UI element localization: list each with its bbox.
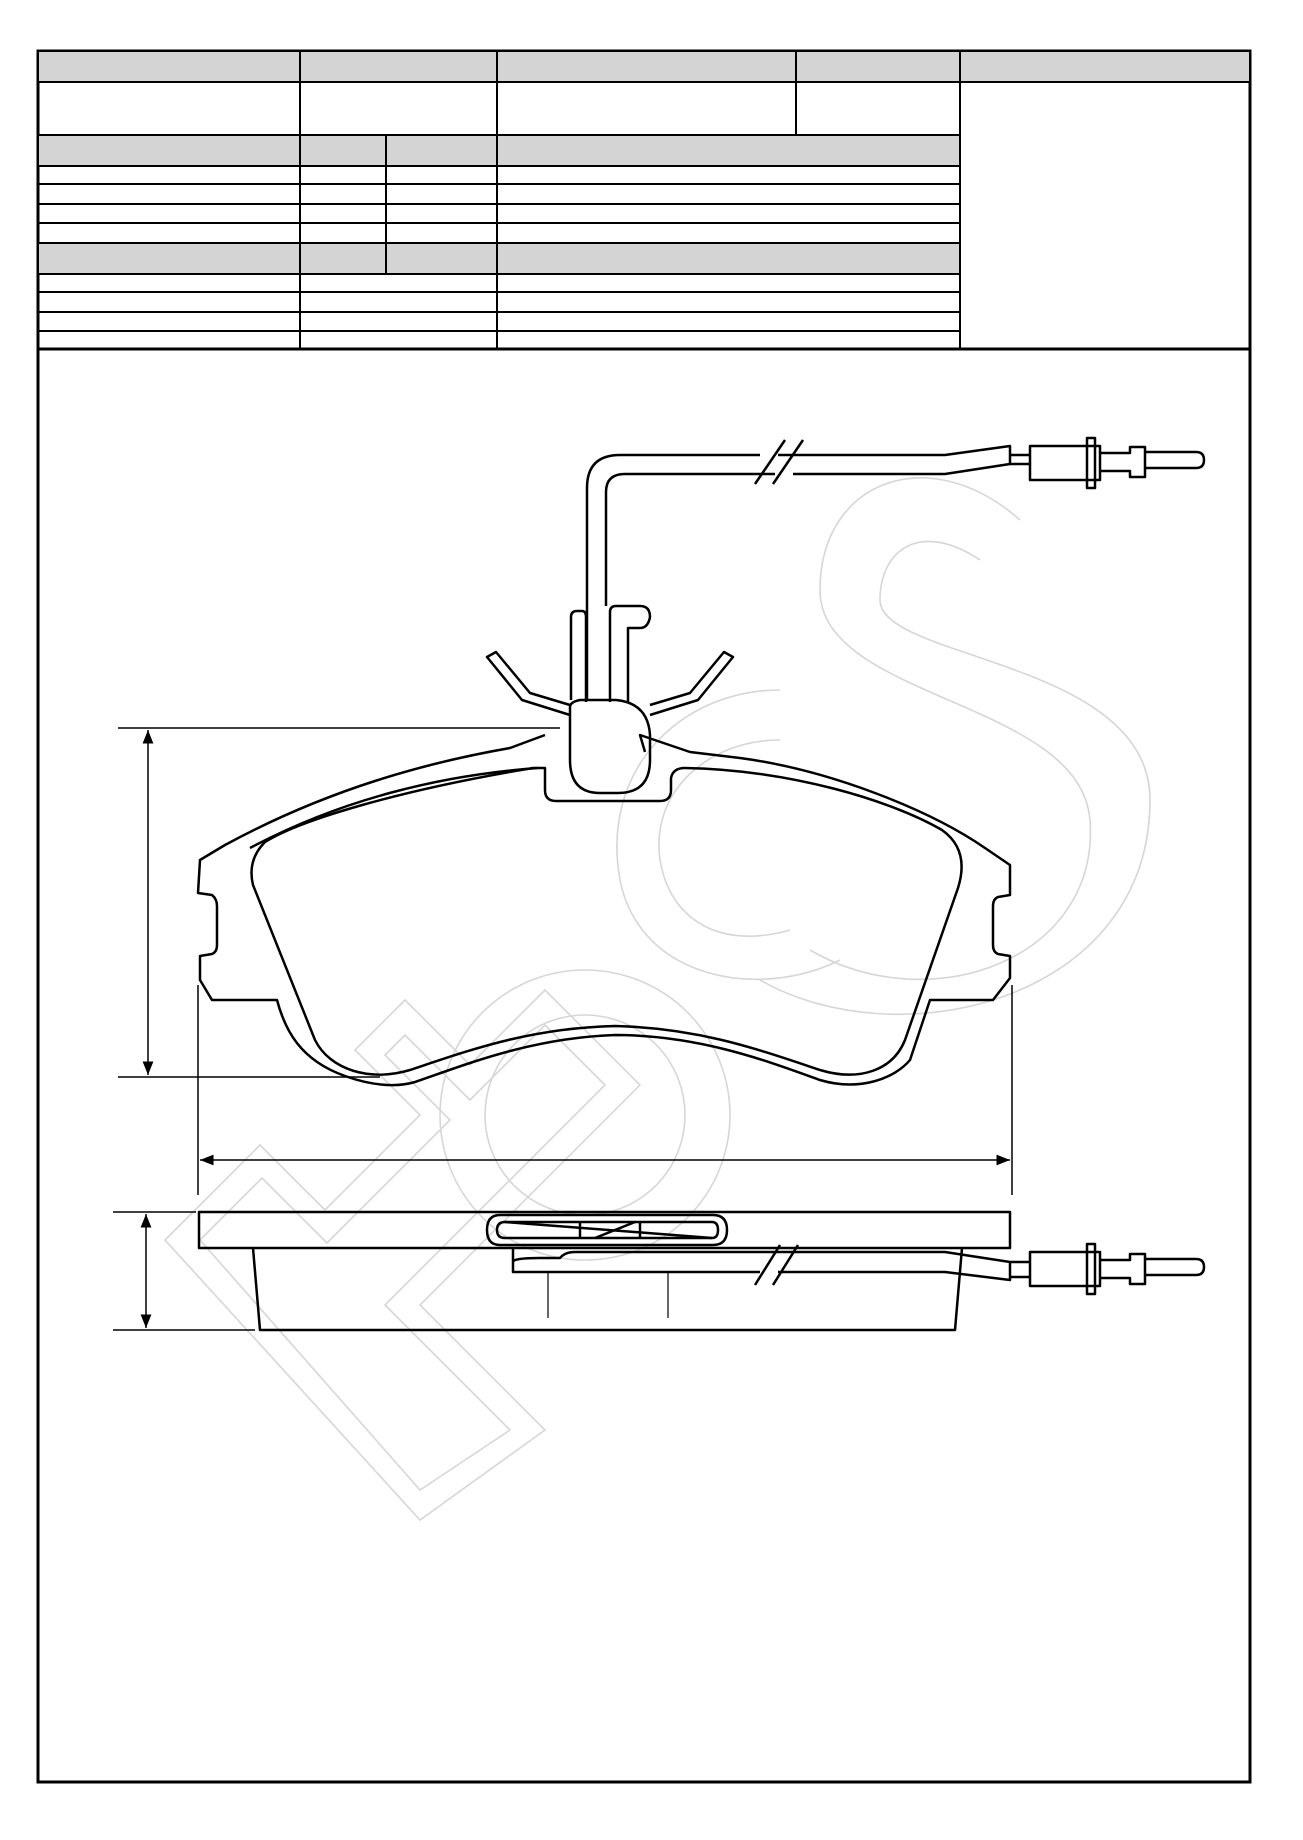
watermark-chevron [163,988,642,1522]
side-view-dimensions [113,1211,255,1331]
clip-leg-left [485,650,571,717]
side-view-sensor-clip [485,1213,729,1247]
backing-plate-inner-edge [249,766,539,850]
title-block-table [37,50,1251,351]
side-view-connector-collar [1085,1242,1097,1296]
sensor-prong-right [608,604,652,702]
group-2-header-row [37,242,961,275]
group-1-header-row [37,134,961,167]
sheet-frame [36,49,1252,1784]
side-view-clip-detail [504,1220,713,1240]
watermark-chevron-inner [198,1023,607,1492]
watermark-c-inner [658,739,791,937]
watermark-s-outer [809,477,1092,981]
table-header-row [37,50,1251,83]
cable-break-mark [771,439,805,485]
watermark-logo [163,477,1151,1522]
watermark-ring-inner [484,1014,686,1216]
sensor-connector-body [1028,444,1102,482]
side-view-connector-body [1028,1250,1102,1288]
brake-pad-backing-plate [196,733,1012,1087]
wear-sensor-cable [585,444,1012,700]
cable-break-mark [753,1244,782,1286]
sensor-connector-collar [1085,436,1097,490]
sensor-connector-pin [1100,445,1147,479]
wear-sensor-clip [568,698,652,795]
front-view-dimensions [118,727,1013,1195]
front-view [196,436,1206,1087]
cable-break-mark [753,439,787,485]
sensor-prong-left [569,609,588,702]
watermark-s-inner [759,540,1151,1016]
sensor-connector-tip [1145,450,1206,470]
side-view-sensor-cable [511,1248,1012,1282]
side-view-connector-pin [1100,1252,1147,1286]
side-view [197,1210,1206,1332]
side-view-thin-lines [547,1272,669,1318]
friction-lining [250,766,963,1076]
side-view-connector-tip [1145,1257,1206,1277]
watermark-ring-outer [439,969,731,1261]
side-view-friction-lining [251,1247,964,1332]
watermark-c-outer [616,689,841,981]
side-view-backing-plate [197,1210,1012,1250]
cable-break-mark [771,1244,800,1286]
clip-leg-right [649,650,735,717]
